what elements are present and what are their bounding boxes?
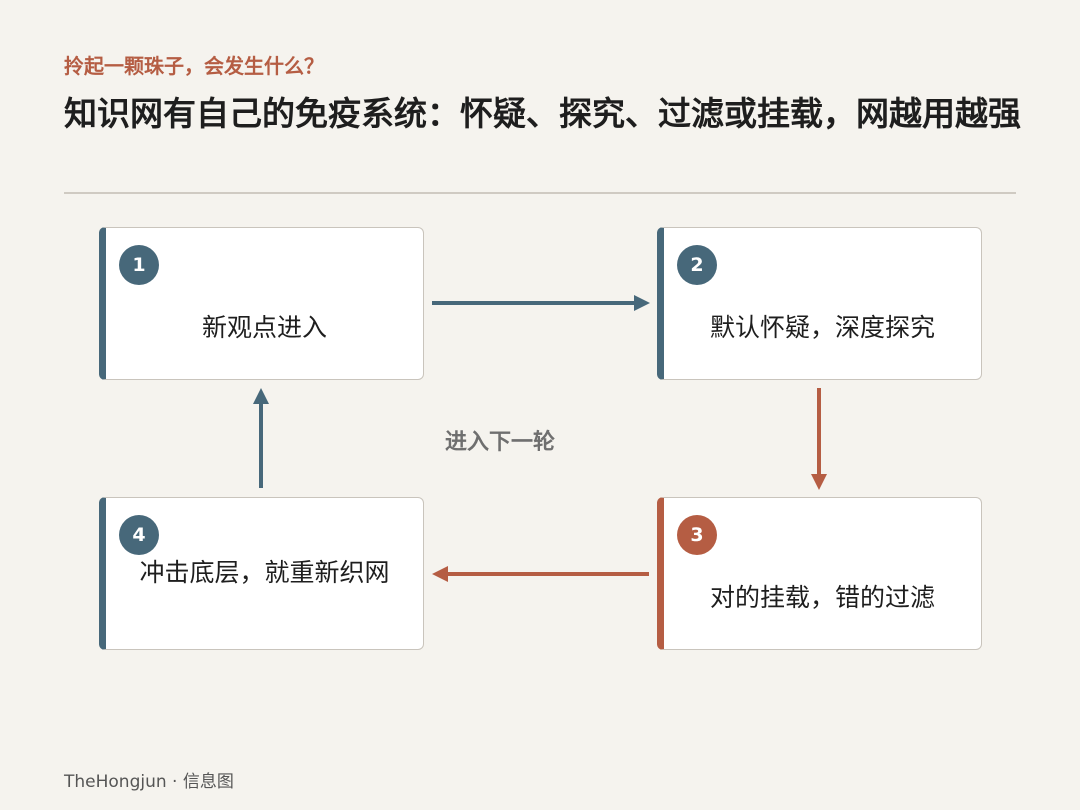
arrow-1-to-2: [432, 295, 650, 311]
page-title: 知识网有自己的免疫系统：怀疑、探究、过滤或挂载，网越用越强: [64, 94, 1021, 133]
step-number-badge: 1: [119, 245, 159, 285]
step-number-badge: 2: [677, 245, 717, 285]
step-number-badge: 4: [119, 515, 159, 555]
footer-credit: TheHongjun · 信息图: [64, 772, 234, 792]
arrow-3-to-4: [432, 566, 649, 582]
arrow-4-to-1: [253, 388, 269, 488]
step-box-4: 4 冲击底层，就重新织网: [99, 497, 424, 650]
step-number-badge: 3: [677, 515, 717, 555]
arrow-2-to-3: [811, 388, 827, 490]
cycle-label: 进入下一轮: [445, 430, 556, 455]
title-divider: [64, 192, 1016, 194]
step-box-3: 3 对的挂载，错的过滤: [657, 497, 982, 650]
step-label: 对的挂载，错的过滤: [709, 582, 935, 612]
kicker: 拎起一颗珠子，会发生什么？: [64, 54, 324, 78]
step-label: 新观点进入: [201, 312, 327, 342]
step-label: 冲击底层，就重新织网: [139, 558, 390, 587]
step-box-1: 1 新观点进入: [99, 227, 424, 380]
step-label: 默认怀疑，深度探究: [709, 312, 935, 342]
step-box-2: 2 默认怀疑，深度探究: [657, 227, 982, 380]
